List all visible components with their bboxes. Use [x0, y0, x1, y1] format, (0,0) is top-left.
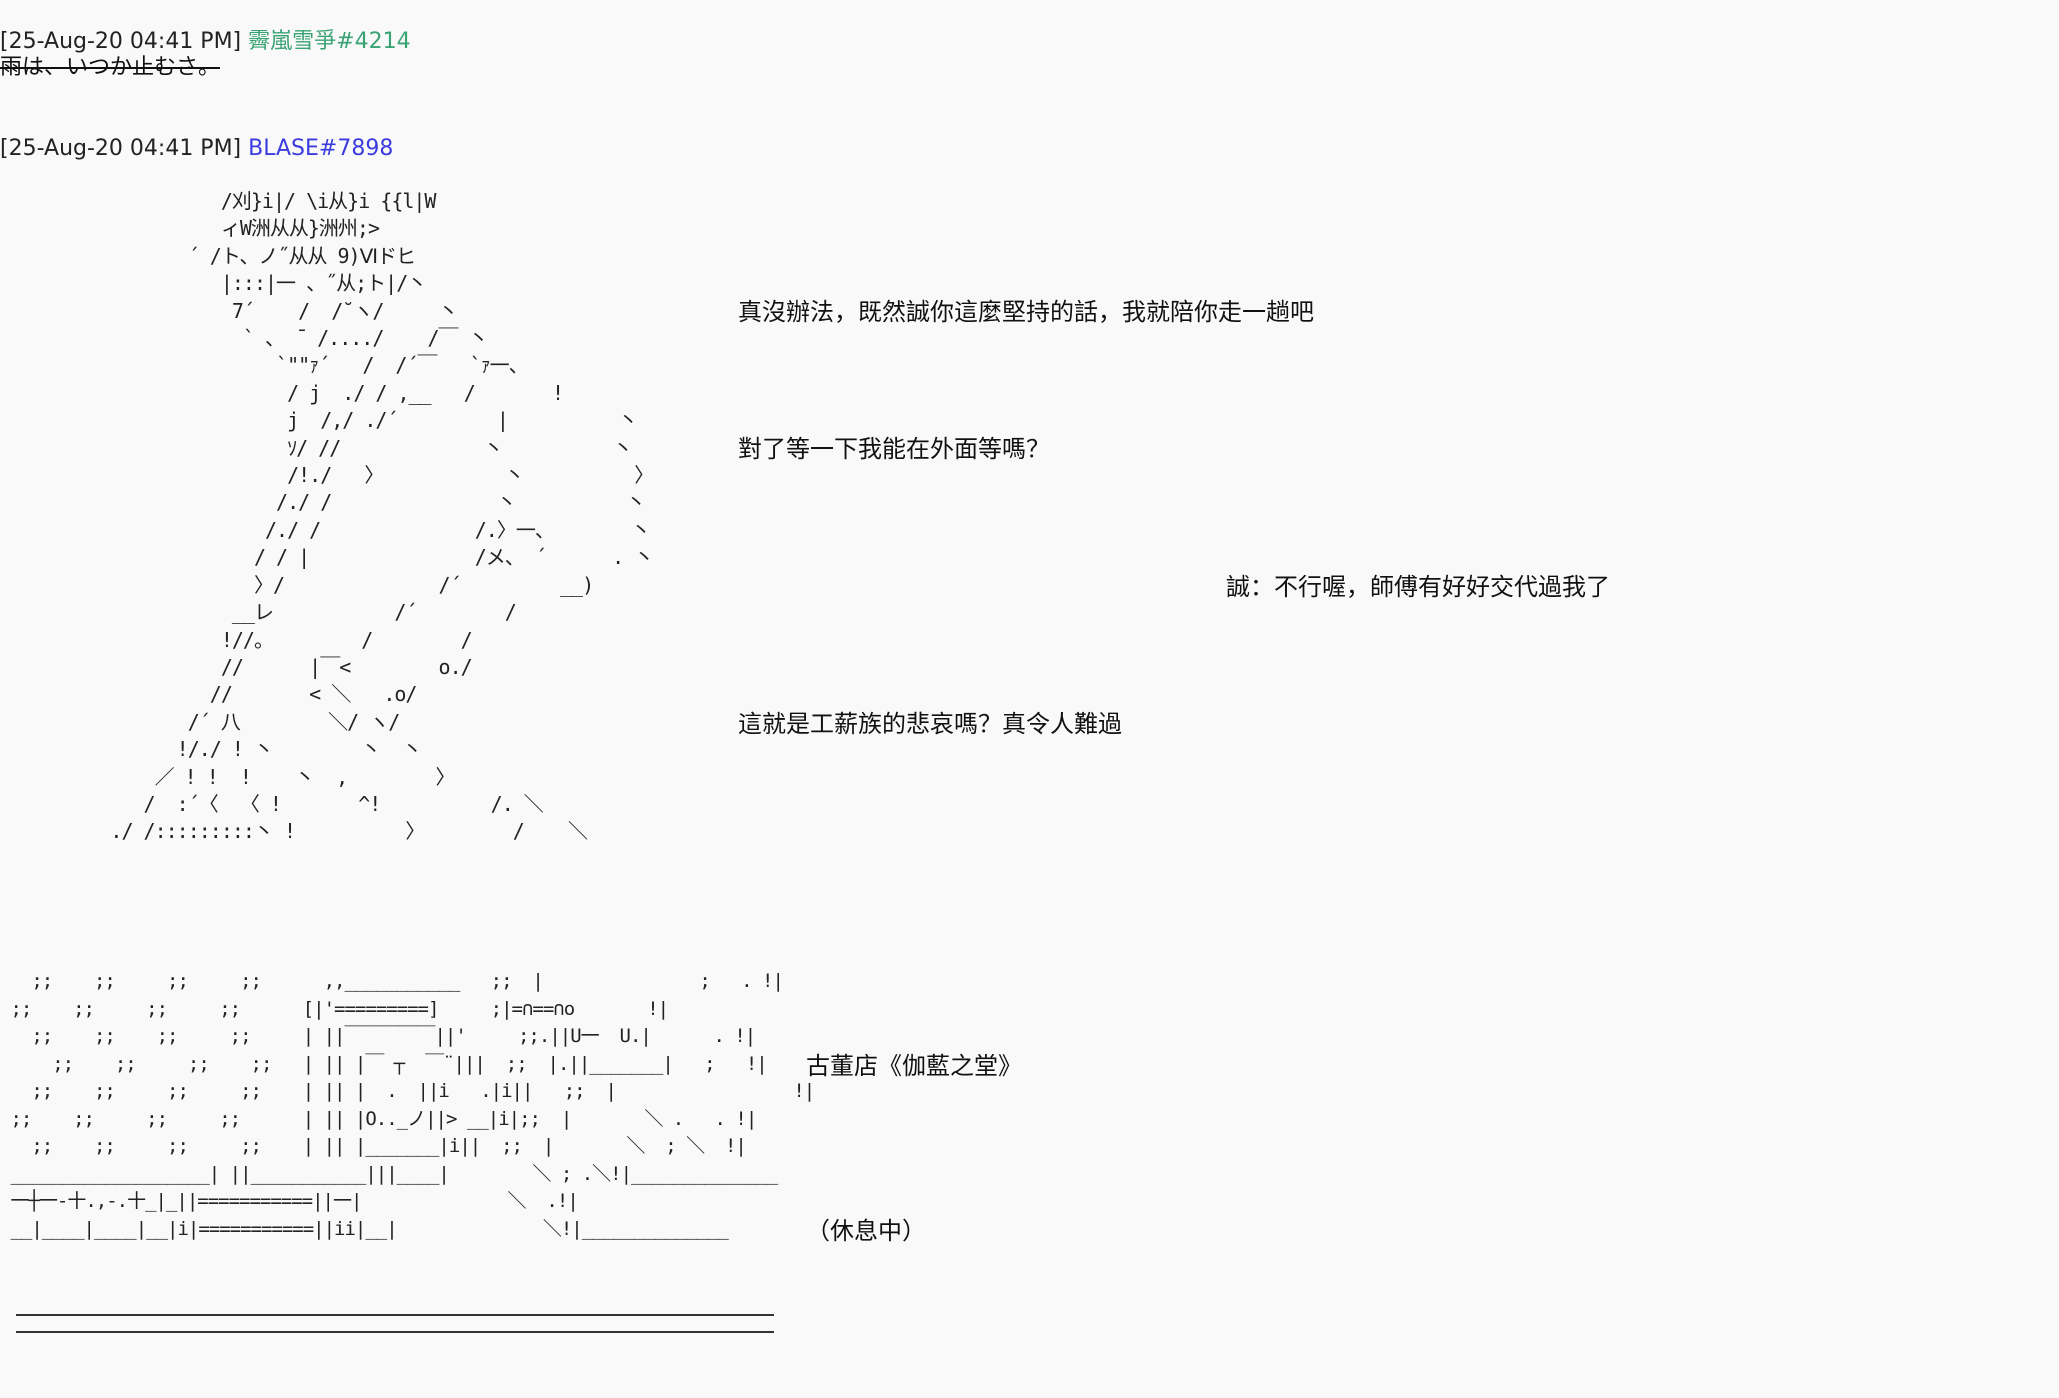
ascii-art-figure: /刈}i|/ \i从}i {{l|W ィW洲从从}洲州;> ´ /ト、ノ˝从从 …: [110, 189, 654, 844]
username-link[interactable]: BLASE#7898: [248, 136, 394, 161]
dialogue-line-1: 真沒辦法，既然誠你這麼堅持的話，我就陪你走一趟吧: [738, 298, 1314, 326]
horizontal-rule-bottom: [16, 1331, 774, 1333]
message-timestamp: [25-Aug-20 04:41 PM]: [0, 136, 242, 161]
message-timestamp: [25-Aug-20 04:41 PM]: [0, 29, 242, 54]
shop-name: 古董店《伽藍之堂》: [806, 1052, 1022, 1080]
horizontal-rule-top: [16, 1314, 774, 1316]
shop-status: （休息中）: [806, 1217, 926, 1245]
dialogue-line-3: 誠：不行喔，師傅有好好交代過我了: [1226, 573, 1610, 601]
dialogue-line-4: 這就是工薪族的悲哀嗎？真令人難過: [738, 710, 1122, 738]
ascii-art-shop: ;; ;; ;; ;; ,,___________ ;; | ; . !| ;;…: [10, 970, 815, 1240]
message-text-strikethrough: 雨は、いつか止むさ。: [0, 55, 221, 80]
message-header-2: [25-Aug-20 04:41 PM] BLASE#7898: [0, 135, 393, 163]
dialogue-line-2: 對了等一下我能在外面等嗎？: [738, 435, 1050, 463]
message-header-1: [25-Aug-20 04:41 PM] 霽嵐雪爭#4214: [0, 28, 411, 56]
username-link[interactable]: 霽嵐雪爭#4214: [248, 29, 411, 54]
